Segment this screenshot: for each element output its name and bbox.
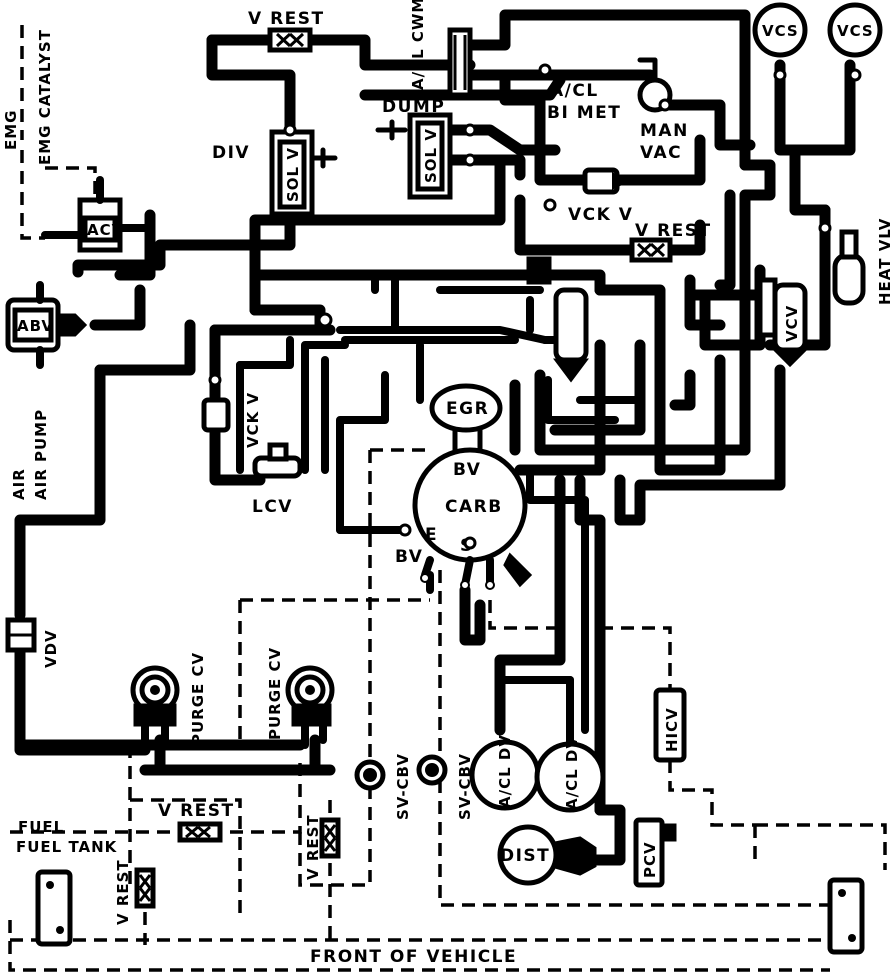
sv-cbv-2: SV-CBV [416, 753, 474, 820]
vcv-left: VCV [526, 256, 589, 383]
sol-v-right-label: SOL V [422, 128, 440, 183]
fuel-tank-box [35, 869, 73, 947]
vckv-left-valve: VCK V [201, 392, 262, 448]
pcv-label: PCV [641, 841, 659, 878]
a-cl-cwm: A/CL CWM [409, 0, 473, 98]
vckv-top-valve: VCK V [568, 167, 633, 225]
vdv-label: VDV [42, 629, 60, 668]
pcv-valve: PCV [633, 817, 677, 888]
purge-cv-1: PURGE CV [130, 652, 207, 754]
hicv-label: HICV [663, 707, 681, 752]
a-cl-bi-met-label-1: A/CL [550, 81, 599, 101]
a-cl-dv-2: A/CL DV [534, 736, 606, 813]
bv-bottom-label: BV [395, 547, 423, 567]
fuel-label: FUEL [18, 818, 64, 836]
carb-e-label: E [425, 525, 438, 545]
air-pump-label: AIR PUMP [32, 409, 50, 500]
vcv-left-label: VCV [564, 315, 582, 352]
heat-vlv-label: HEAT VLV [876, 218, 894, 305]
v-rest-bottom-h: V REST [158, 801, 235, 843]
vcs-1-label: VCS [762, 22, 799, 40]
purge-cv-2-label: PURGE CV [266, 647, 284, 740]
dist-label: DIST [500, 846, 550, 866]
vcs-valve-1: VCS [752, 2, 808, 58]
sv-cbv-2-label: SV-CBV [456, 753, 474, 820]
dist: DIST [497, 824, 597, 886]
vcv-right-label: VCV [783, 305, 801, 342]
a-cl-cwm-label: A/CL CWM [409, 0, 427, 90]
egr-label: EGR [446, 399, 489, 419]
purge-cv-1-label: PURGE CV [189, 652, 207, 745]
a-cl-dv-2-label: A/CL DV [563, 736, 581, 810]
sol-v-left: SOL V [269, 129, 338, 217]
a-cl-dv-1-label: A/CL DV [496, 734, 514, 808]
v-rest-top: V REST [248, 9, 325, 53]
emg-catalyst-label: EMG CATALYST [36, 29, 54, 165]
a-cl-bi-met-label-2: BI MET [547, 103, 621, 123]
sol-v-left-label: SOL V [284, 147, 302, 202]
heat-vlv: HEAT VLV [832, 218, 894, 306]
man-vac-fitting [637, 57, 673, 113]
carb-bv-label: BV [453, 460, 481, 480]
emg-label: EMG [2, 110, 20, 151]
sv-cbv-1: SV-CBV [354, 753, 412, 820]
v-rest-mid: V REST [629, 221, 712, 263]
front-of-vehicle-label: FRONT OF VEHICLE [310, 947, 517, 967]
purge-cv-2: PURGE CV [266, 647, 335, 749]
v-rest-top-label: V REST [248, 9, 325, 29]
man-vac-label-2: VAC [640, 143, 682, 163]
sv-cbv-1-label: SV-CBV [394, 753, 412, 820]
canister-box [827, 877, 865, 955]
man-vac-label-1: MAN [640, 121, 689, 141]
abv-valve: ABV [5, 281, 88, 369]
vckv-top-label: VCK V [568, 205, 633, 225]
carb: BV CARB E S [398, 447, 533, 590]
abv-label: ABV [17, 317, 54, 335]
v-rest-bottom-v2-label: V REST [304, 814, 322, 880]
vckv-left-label: VCK V [244, 392, 262, 448]
carb-label: CARB [445, 497, 503, 517]
vcv-right: VCV [757, 277, 809, 368]
hicv-valve: HICV [653, 687, 687, 763]
junction-dots [208, 63, 862, 387]
div-label: DIV [212, 143, 250, 163]
lcv-valve: LCV [252, 442, 303, 517]
lcv-label: LCV [252, 497, 293, 517]
a-cl-dv-1: A/CL DV [469, 734, 541, 811]
vacuum-hoses [14, 9, 856, 866]
v-rest-bottom-v1-label: V REST [114, 859, 132, 925]
dump-label: DUMP [382, 97, 445, 117]
v-rest-mid-label: V REST [635, 221, 712, 241]
acv-label: ACV [87, 221, 124, 239]
egr-valve: EGR [429, 383, 503, 458]
vcs-2-label: VCS [837, 22, 874, 40]
v-rest-bottom-v2: V REST [304, 814, 341, 880]
vcs-valve-2: VCS [827, 2, 883, 58]
fuel-tank-label: FUEL TANK [16, 838, 118, 856]
vdv-valve: VDV [5, 617, 60, 668]
v-rest-bottom-v1: V REST [114, 859, 156, 925]
sol-v-right: SOL V [375, 112, 453, 200]
v-rest-bottom-h-label: V REST [158, 801, 235, 821]
acv-valve: ACV [41, 176, 154, 253]
air-pump-label-1: AIR [10, 468, 28, 500]
